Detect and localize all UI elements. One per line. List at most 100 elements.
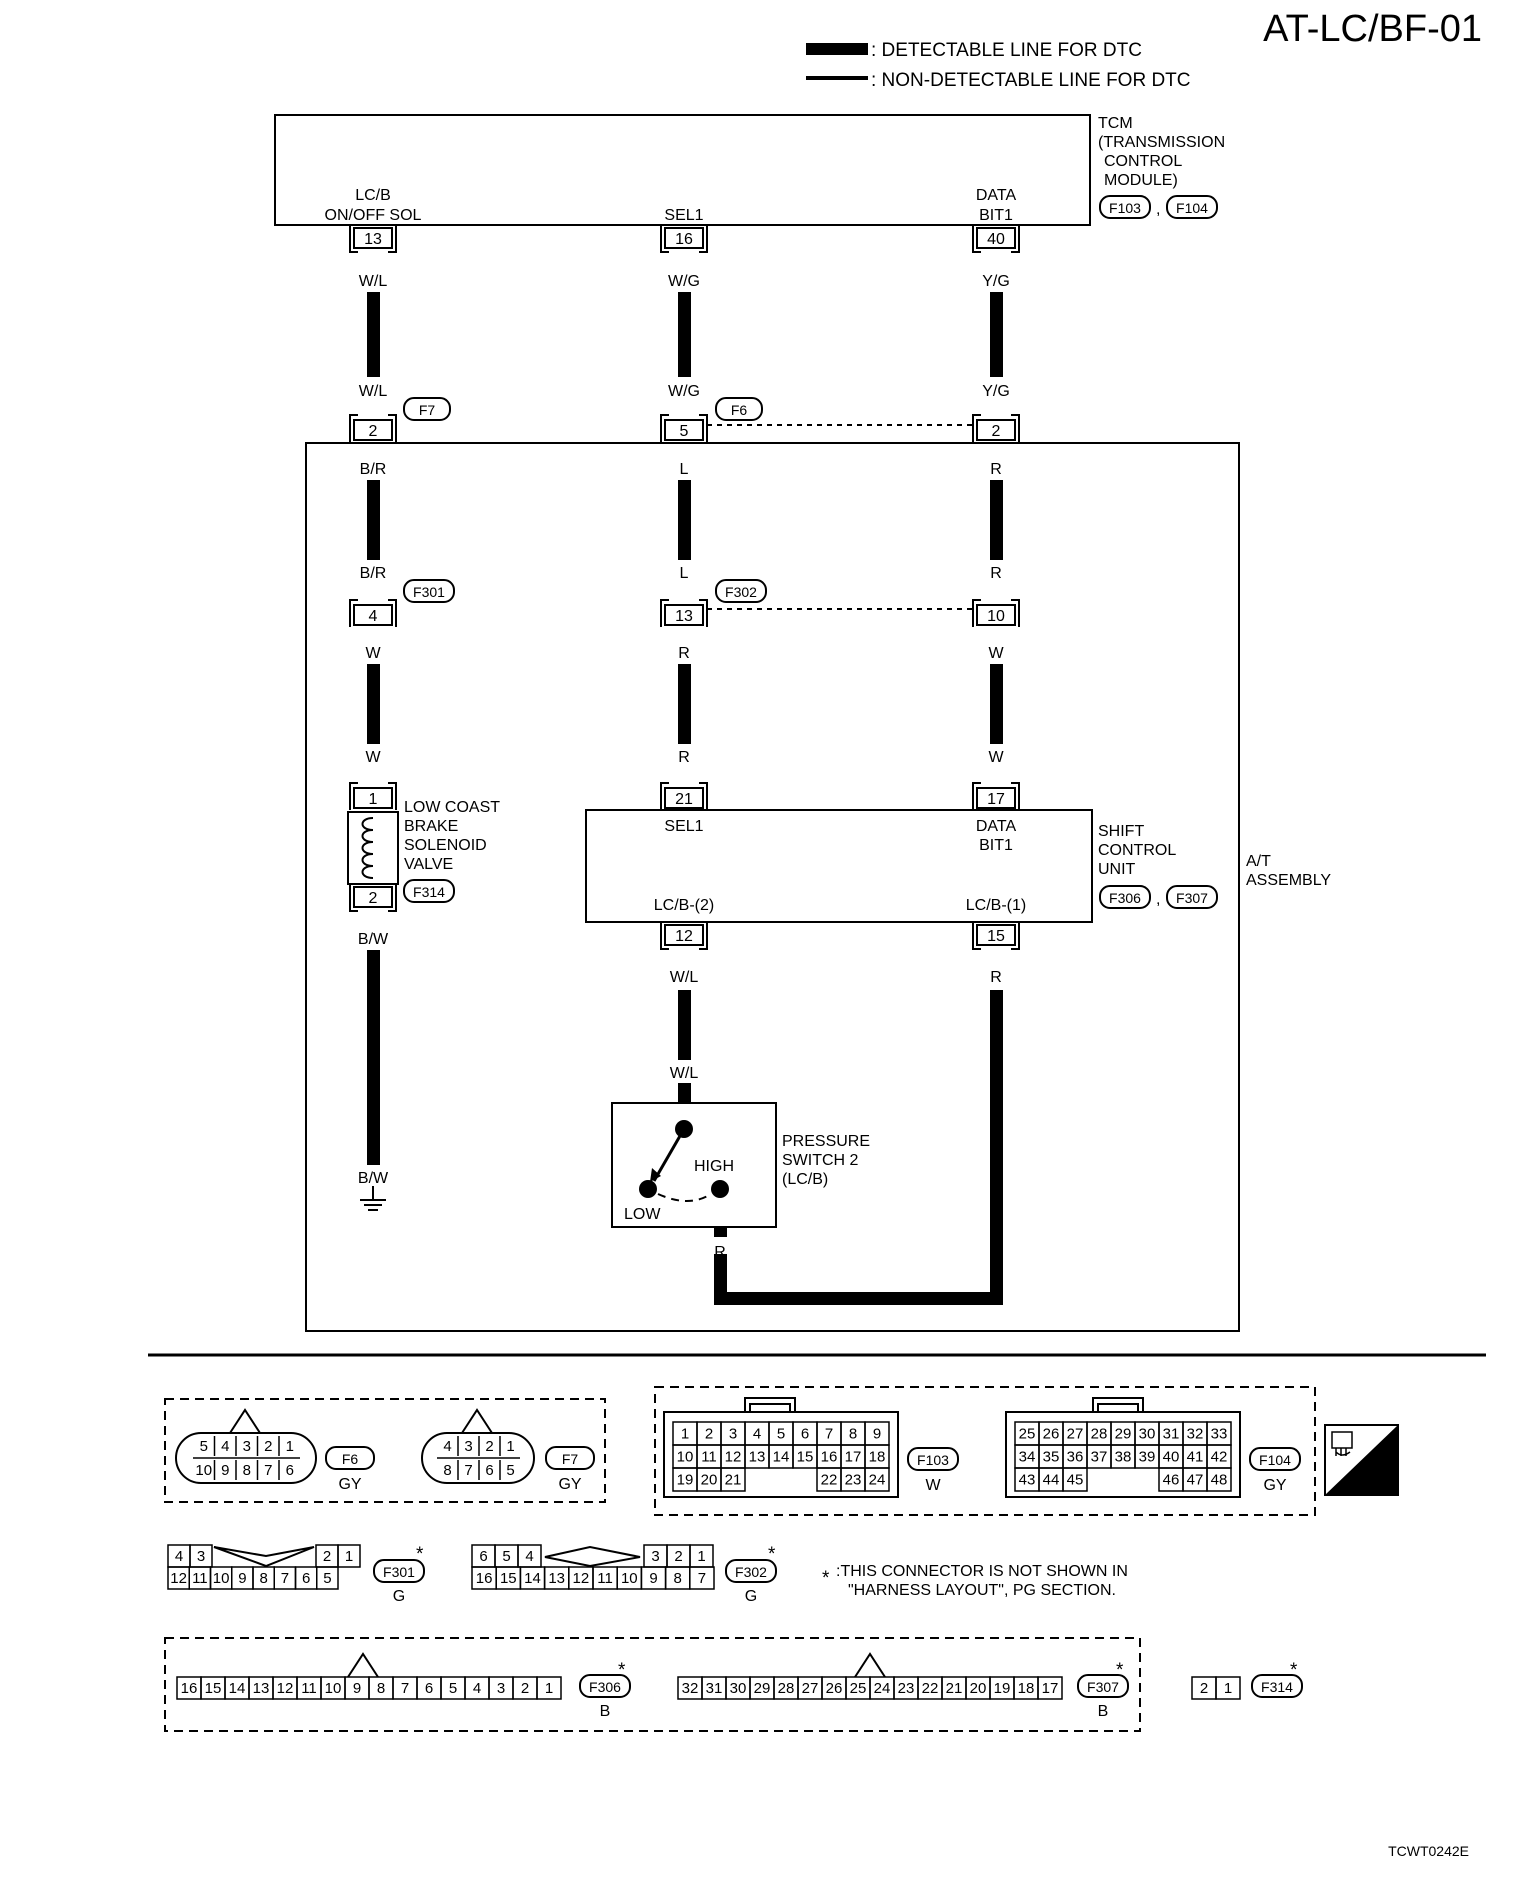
connector-pin-cell: 33 — [1206, 1421, 1232, 1446]
tcm-name-line-3: CONTROL — [1104, 153, 1182, 170]
f302-star: * — [768, 1544, 776, 1565]
connector-pin-cell: 5 — [316, 1566, 339, 1590]
connector-view-tag-f314 — [1251, 1674, 1303, 1698]
connector-pin-cell: 3 — [464, 1438, 472, 1455]
svg-text:27: 27 — [802, 1680, 819, 1697]
svg-text:13: 13 — [675, 608, 693, 625]
svg-text:27: 27 — [1067, 1426, 1084, 1443]
connector-pin-cell: 12 — [272, 1676, 298, 1700]
f6-pin-5: 5 — [660, 414, 708, 442]
tcm-pin-16: 16 — [660, 225, 708, 253]
connector-tag-f104-label: F104 — [1176, 200, 1208, 216]
svg-text:8: 8 — [443, 1462, 451, 1479]
svg-text:1: 1 — [545, 1680, 553, 1697]
connector-pin-cell: 46 — [1158, 1467, 1184, 1492]
connector-pin-cell: 6 — [792, 1421, 818, 1446]
connector-pin-cell: 12 — [568, 1566, 594, 1590]
wire-data-3 — [990, 664, 1003, 744]
connector-pin-cell: 14 — [519, 1566, 546, 1590]
connector-pin-cell: 8 — [243, 1462, 251, 1479]
wire-color-yg-1: Y/G — [982, 273, 1010, 290]
svg-text:4: 4 — [473, 1680, 481, 1697]
connector-tag-f306 — [1099, 885, 1151, 909]
connector-pin-cell: 22 — [816, 1467, 842, 1492]
svg-text:6: 6 — [302, 1570, 310, 1587]
connector-pin-cell: 7 — [464, 1462, 472, 1479]
connector-view-tag-f302 — [725, 1559, 777, 1583]
connector-pin-cell: 1 — [689, 1544, 714, 1568]
connector-pin-cell: 30 — [725, 1676, 751, 1700]
svg-text:2: 2 — [369, 890, 378, 907]
diagram-code: AT-LC/BF-01 — [1263, 8, 1482, 50]
connector-view-f314-id: F314 — [1261, 1679, 1293, 1695]
wire-color-wg-1: W/G — [668, 273, 700, 290]
connector-pin-cell: 11 — [188, 1566, 212, 1590]
shift-unit-pin-12: 12 — [660, 922, 708, 950]
connector-pin-cell: 26 — [821, 1676, 847, 1700]
connector-view-f103-id: F103 — [917, 1452, 949, 1468]
connector-view-tag-f104 — [1249, 1447, 1301, 1471]
connector-pin-cell: 5 — [440, 1676, 466, 1700]
svg-text:39: 39 — [1139, 1449, 1156, 1466]
connector-pin-cell: 32 — [1182, 1421, 1208, 1446]
connector-pin-cell: 26 — [1038, 1421, 1064, 1446]
svg-text:1: 1 — [681, 1426, 689, 1443]
svg-text:30: 30 — [730, 1680, 747, 1697]
connector-tag-f103 — [1099, 195, 1151, 219]
svg-text:7: 7 — [401, 1680, 409, 1697]
svg-text:28: 28 — [778, 1680, 795, 1697]
svg-text:26: 26 — [1043, 1426, 1060, 1443]
solenoid-coil-box — [347, 811, 399, 885]
svg-text:7: 7 — [825, 1426, 833, 1443]
connector-pin-cell: 13 — [744, 1444, 770, 1469]
shift-unit-data-label-1: DATA — [976, 818, 1017, 835]
connector-pin-cell: 38 — [1110, 1444, 1136, 1469]
svg-text:28: 28 — [1091, 1426, 1108, 1443]
svg-text:33: 33 — [1211, 1426, 1228, 1443]
connector-pin-cell: 20 — [696, 1467, 722, 1492]
note-star: * — [822, 1568, 830, 1589]
svg-text:17: 17 — [1042, 1680, 1059, 1697]
connector-pin-cell: 36 — [1062, 1444, 1088, 1469]
svg-text:4: 4 — [753, 1426, 761, 1443]
shift-unit-name-2: CONTROL — [1098, 842, 1176, 859]
f6-pin-2: 2 — [972, 414, 1020, 442]
svg-text:4: 4 — [525, 1548, 533, 1565]
connector-view-f104-id: F104 — [1259, 1452, 1291, 1468]
connector-view-f301-id: F301 — [383, 1564, 415, 1580]
f314-star: * — [1290, 1660, 1298, 1681]
connector-tag-f7-label: F7 — [419, 402, 436, 418]
svg-text:24: 24 — [874, 1680, 891, 1697]
svg-text:12: 12 — [675, 928, 693, 945]
connector-pin-cell: 10 — [209, 1566, 233, 1590]
wire-color-w-2: W — [988, 645, 1004, 662]
legend-non-detectable-text: : NON-DETECTABLE LINE FOR DTC — [871, 70, 1191, 91]
connector-view-tag-f103 — [907, 1447, 959, 1471]
connector-view-f6-color: GY — [338, 1476, 361, 1493]
svg-text:5: 5 — [200, 1438, 208, 1455]
wire-color-br-2: B/R — [360, 565, 387, 582]
svg-text:18: 18 — [1018, 1680, 1035, 1697]
switch-high-terminal — [711, 1180, 729, 1198]
tcm-pin-data-label-2: BIT1 — [979, 207, 1013, 224]
svg-text:40: 40 — [1163, 1449, 1180, 1466]
svg-text:18: 18 — [869, 1449, 886, 1466]
svg-text:46: 46 — [1163, 1472, 1180, 1489]
connector-pin-cell: 27 — [1062, 1421, 1088, 1446]
wire-sel1-2 — [678, 480, 691, 560]
connector-pin-cell: 8 — [443, 1462, 451, 1479]
connector-pin-cell: 8 — [664, 1566, 691, 1590]
wire-sel1-1 — [678, 292, 691, 377]
f307-star: * — [1116, 1660, 1124, 1681]
connector-pin-cell: 4 — [221, 1438, 229, 1455]
svg-text:2: 2 — [485, 1438, 493, 1455]
tcm-pin-lcb-label-2: ON/OFF SOL — [325, 207, 422, 224]
tcm-pin-13: 13 — [349, 225, 397, 253]
wire-color-l-1: L — [680, 461, 689, 478]
connector-pin-cell: 19 — [989, 1676, 1015, 1700]
legend-thin-line — [806, 76, 868, 80]
wire-lcb2-stub — [678, 1083, 691, 1103]
connector-tag-f314 — [403, 879, 455, 903]
